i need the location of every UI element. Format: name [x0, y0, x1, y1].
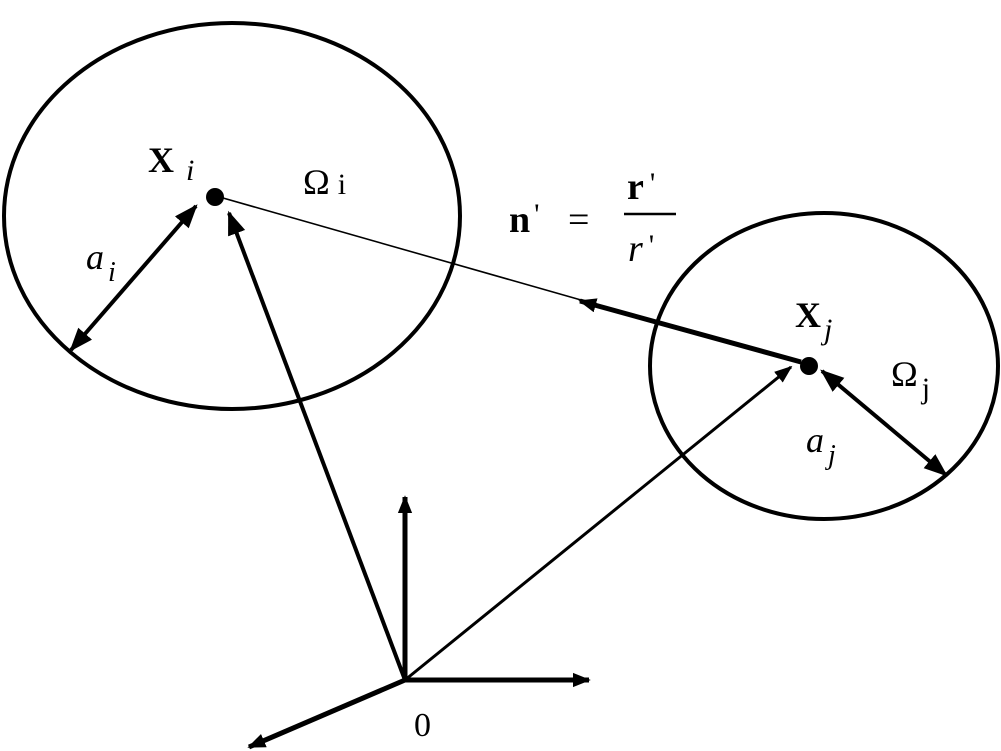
equation-denominator: r' [628, 228, 654, 270]
radius-arrow-j [820, 369, 948, 477]
equation-lhs: n' [509, 198, 540, 241]
particle-center-i [206, 188, 224, 206]
domain-circle-j [648, 211, 1000, 521]
equation-numerator: r' [627, 166, 655, 208]
normal-vector-arrow [578, 298, 802, 365]
radius-arrow-i [69, 204, 198, 352]
domain-circle-i [2, 21, 462, 411]
particle-center-j [800, 357, 818, 375]
axis-y-arrow [247, 677, 406, 750]
position-vector-i [227, 210, 407, 681]
origin-label: 0 [414, 707, 431, 744]
position-vector-j [404, 365, 793, 682]
normal-vector-equation: n' = r' r' [509, 166, 676, 270]
equation-equals: = [568, 199, 589, 241]
